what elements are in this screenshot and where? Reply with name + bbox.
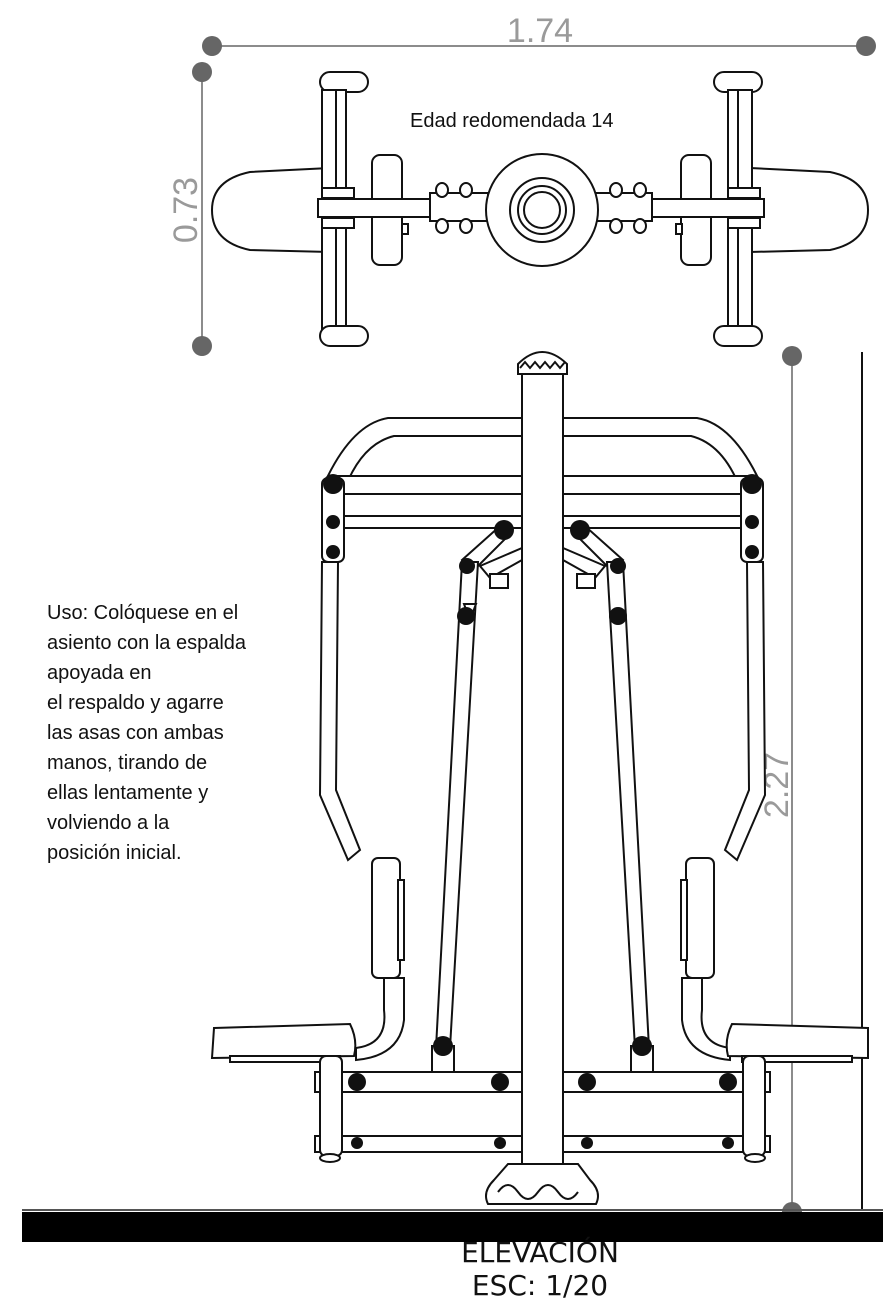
depth-dimension-label: 0.73 bbox=[167, 177, 205, 243]
usage-line: asiento con la espalda bbox=[47, 632, 247, 654]
width-dimension-label: 1.74 bbox=[507, 12, 573, 50]
title-block: ELEVACIÓN ESC: 1/20 bbox=[420, 1236, 660, 1302]
usage-line: ellas lentamente y bbox=[47, 782, 209, 804]
push-rod-left bbox=[434, 561, 480, 1049]
lower-frame-right bbox=[562, 1071, 771, 1093]
usage-instructions: Uso: Colóquese en el asiento con la espa… bbox=[47, 598, 317, 868]
plan-view: 1.74 0.73 Edad redomendada 14 bbox=[167, 12, 876, 356]
usage-line: el respaldo y agarre bbox=[47, 692, 224, 714]
usage-line: volviendo a la bbox=[47, 812, 170, 834]
elevation-view: 2.27 bbox=[22, 346, 883, 1242]
handle-arm-left bbox=[318, 561, 362, 862]
plan-joints bbox=[321, 187, 761, 235]
handle-arm-right bbox=[723, 561, 767, 862]
usage-line: las asas con ambas bbox=[47, 722, 224, 744]
view-name: ELEVACIÓN bbox=[461, 1236, 619, 1269]
seat-right bbox=[725, 1022, 869, 1060]
usage-line: posición inicial. bbox=[47, 842, 182, 864]
ground-slab bbox=[22, 1212, 883, 1242]
plan-seat-right bbox=[749, 166, 870, 254]
lower-frame-left bbox=[314, 1071, 523, 1093]
pivot-bolts bbox=[323, 474, 762, 1149]
upper-beam-right bbox=[562, 475, 754, 495]
width-dimension-line bbox=[202, 36, 876, 56]
plan-seat-left bbox=[210, 166, 331, 254]
post-base bbox=[485, 1163, 599, 1205]
usage-line: Uso: Colóquese en el bbox=[47, 602, 239, 624]
age-recommendation-label: Edad redomendada 14 bbox=[410, 110, 614, 132]
backrest-left bbox=[371, 857, 401, 979]
plan-bolts bbox=[435, 182, 647, 234]
central-post bbox=[521, 373, 564, 1175]
depth-dimension-line bbox=[192, 62, 212, 356]
push-rod-right bbox=[605, 561, 651, 1049]
backrest-right bbox=[685, 857, 715, 979]
drawing-scale: ESC: 1/20 bbox=[471, 1269, 609, 1302]
usage-line: apoyada en bbox=[47, 662, 152, 684]
seat-left bbox=[210, 1022, 357, 1060]
upper-beam-left bbox=[331, 475, 523, 495]
usage-line: manos, tirando de bbox=[47, 752, 208, 774]
